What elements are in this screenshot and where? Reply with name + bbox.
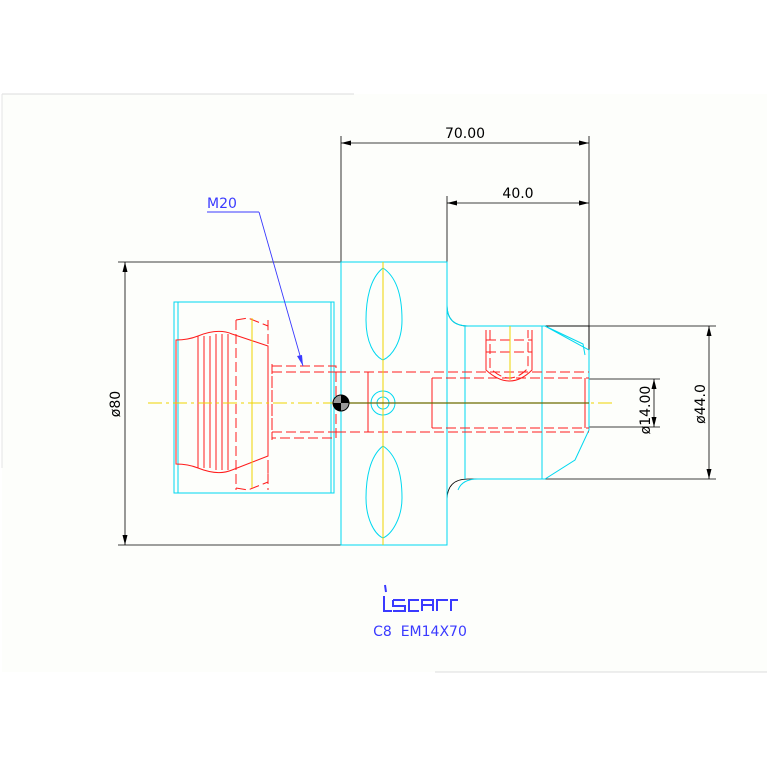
dim-text-length-overall: 70.00 [445,126,485,142]
paper-panel-bottom [2,470,354,672]
thread-callout: M20 [207,196,304,367]
title-block: iscar C8 EM14X70 [373,584,467,640]
dim-text-diameter-bore: ø14.00 [638,386,654,435]
part-number: C8 EM14X70 [373,624,467,640]
dimension-bore-diameter: ø14.00 [589,378,660,435]
dim-text-diameter-shank: ø44.0 [693,384,709,424]
body-outline [173,261,590,546]
dim-text-length-shank: 40.0 [502,186,533,202]
dimension-flange-diameter: ø80 [108,261,447,546]
dimension-shank-diameter: ø44.0 [478,325,716,480]
callout-text-thread: M20 [207,196,237,212]
dimension-shank-length: 40.0 [446,186,589,262]
paper-panel-right [354,94,767,672]
iscar-logo: iscar [383,584,458,612]
center-mark [332,394,350,412]
dim-text-diameter-flange: ø80 [108,391,124,417]
